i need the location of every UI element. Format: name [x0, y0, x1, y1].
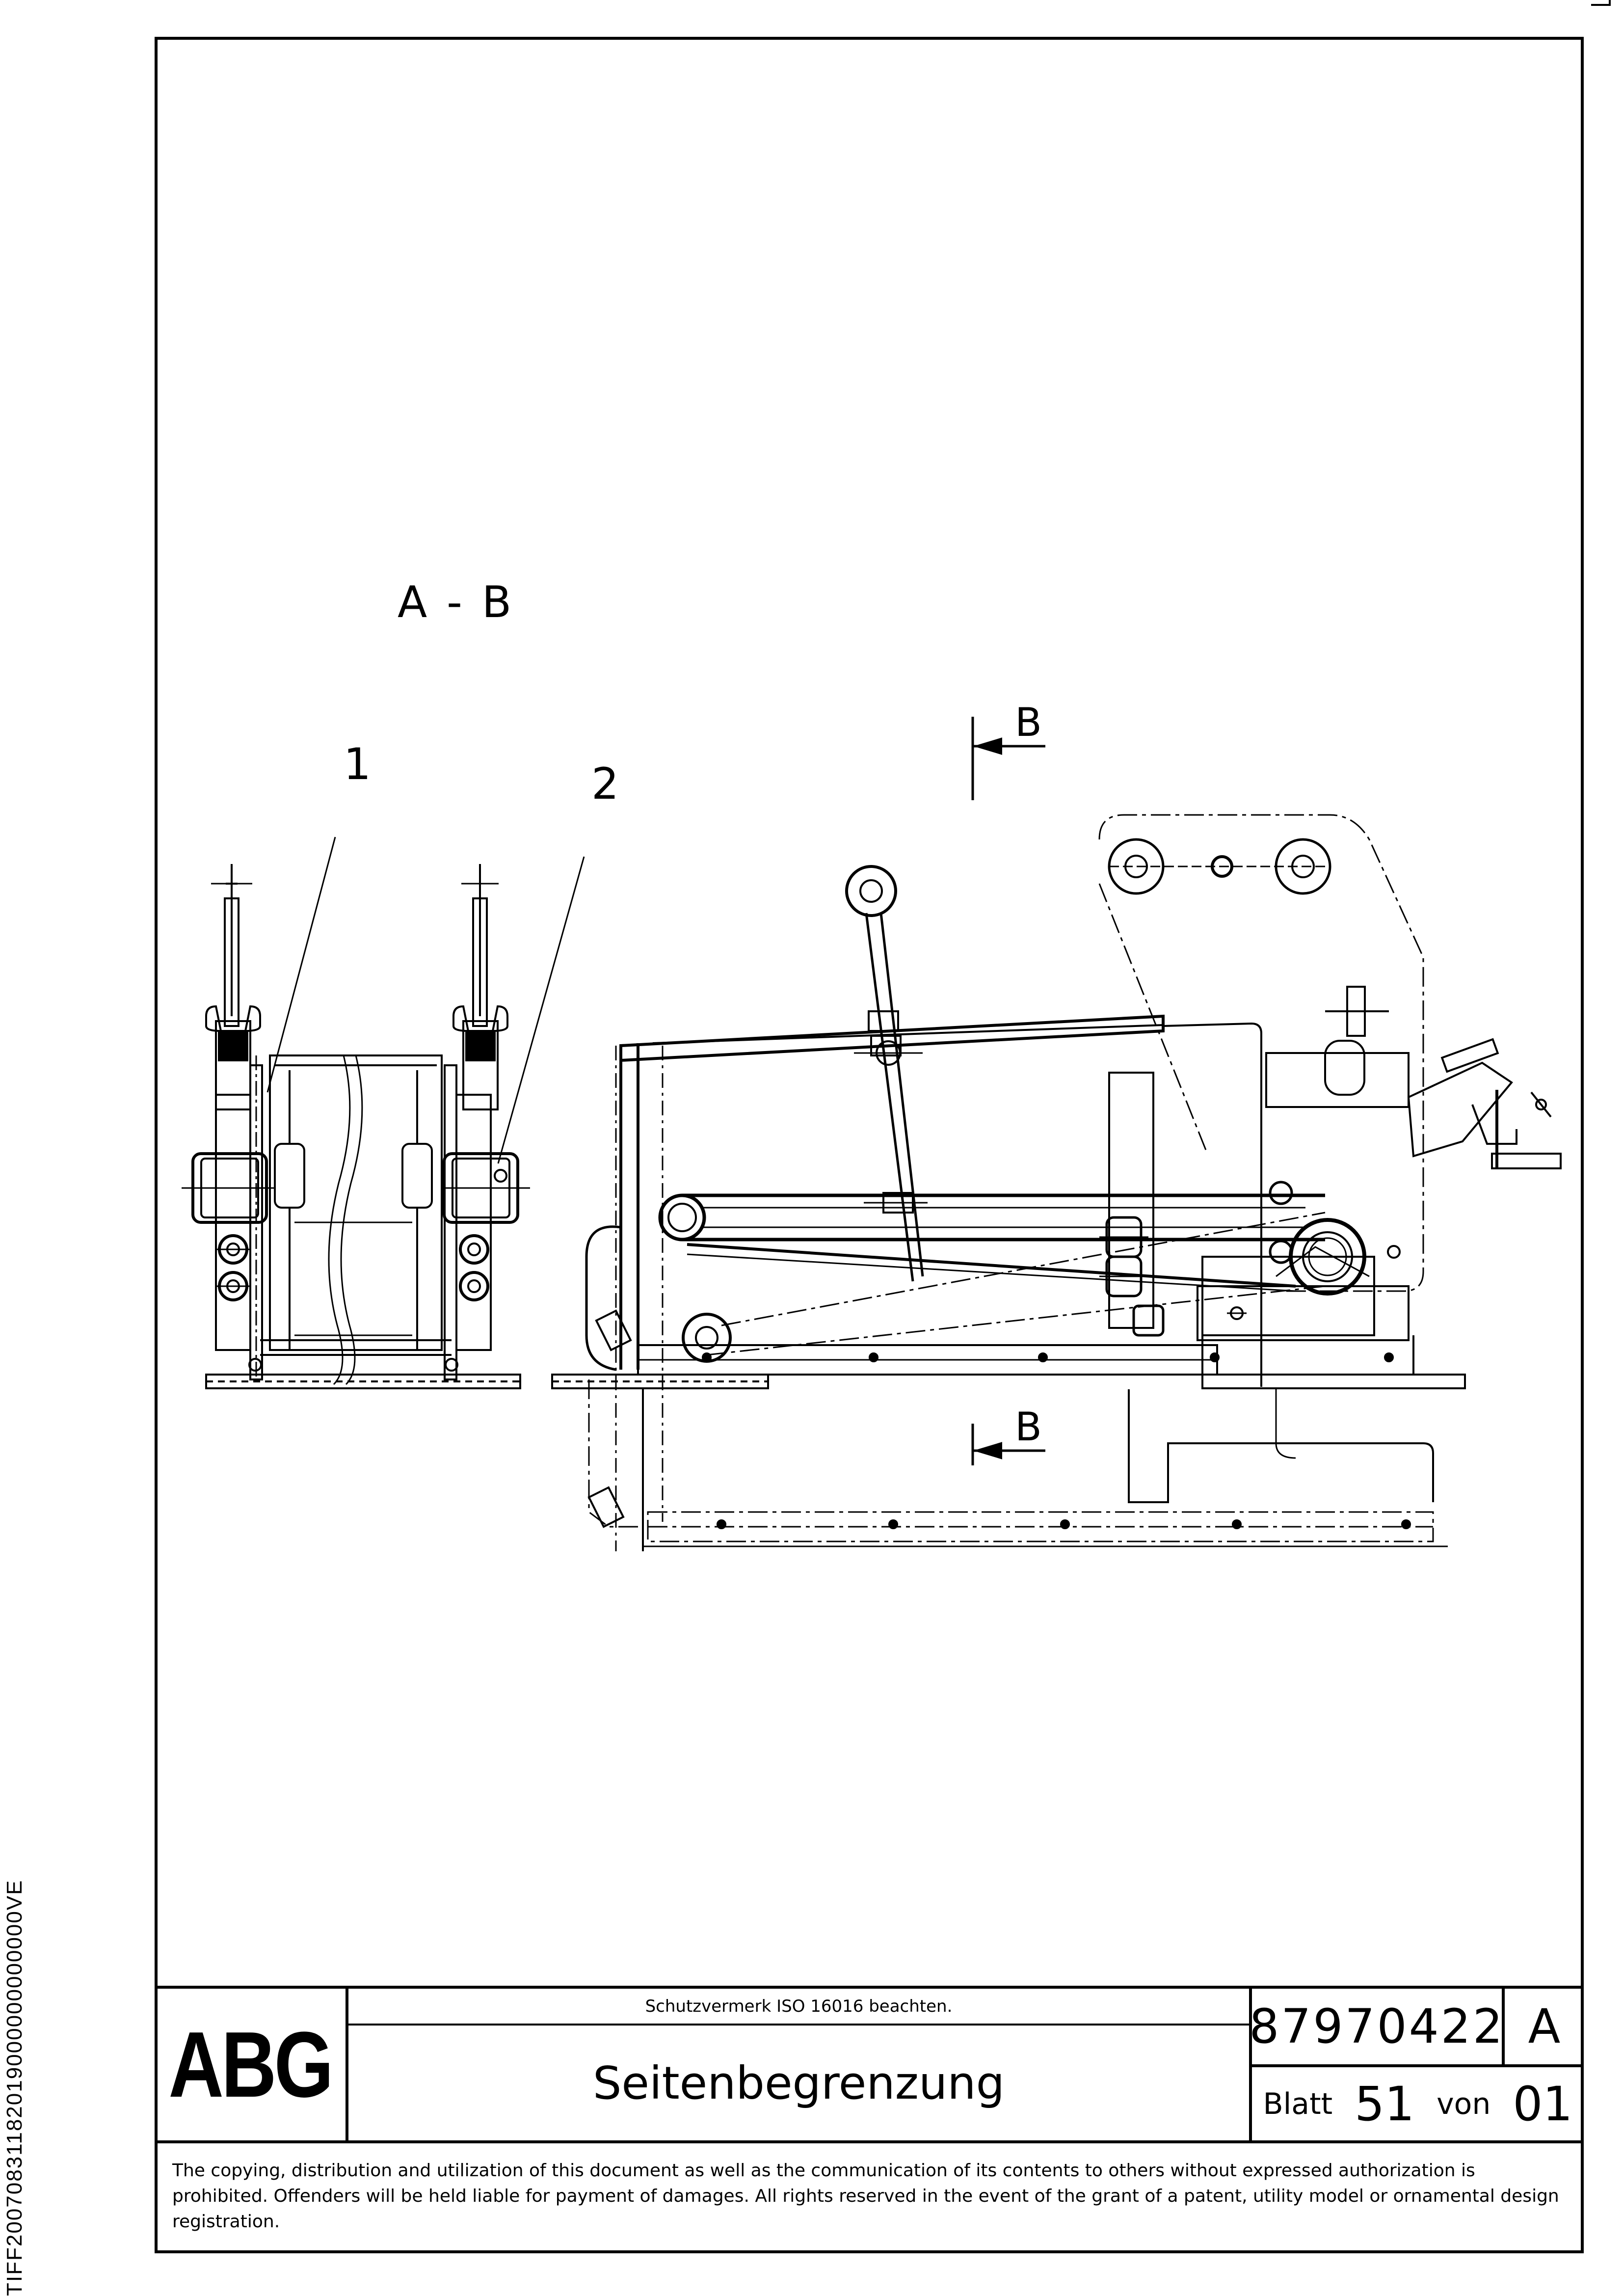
protection-notice: Schutzvermerk ISO 16016 beachten. [348, 1989, 1249, 2026]
logo-text: ABG [168, 2012, 334, 2117]
sheet-info: Blatt 51 von 01 [1252, 2067, 1584, 2140]
copyright-notice: The copying, distribution and utilizatio… [155, 2140, 1584, 2253]
title-block-right: 87970422 A Blatt 51 von 01 [1249, 1989, 1584, 2140]
document-number: 87970422 [1249, 1989, 1505, 2067]
callout-1: 1 [344, 739, 371, 789]
callout-2: 2 [591, 758, 619, 809]
section-mark-top: B [1015, 700, 1042, 745]
sheet-label: Blatt [1263, 2086, 1333, 2121]
left-section-view [182, 837, 585, 1389]
abg-logo: ABG [155, 1989, 348, 2140]
drawing-frame [155, 37, 1584, 2253]
right-side-view [551, 717, 1562, 1551]
section-mark-bottom: B [1015, 1404, 1042, 1450]
of-label: von [1437, 2086, 1491, 2121]
section-title: A - B [398, 577, 515, 627]
corner-tick [1591, 0, 1611, 6]
title-block: ABG Schutzvermerk ISO 16016 beachten. Se… [155, 1986, 1584, 2140]
sheet-number: 51 [1355, 2076, 1415, 2132]
drawing-title: Seitenbegrenzung [593, 2056, 1005, 2109]
revision: A [1505, 1989, 1584, 2067]
sheet-total: 01 [1513, 2076, 1573, 2132]
